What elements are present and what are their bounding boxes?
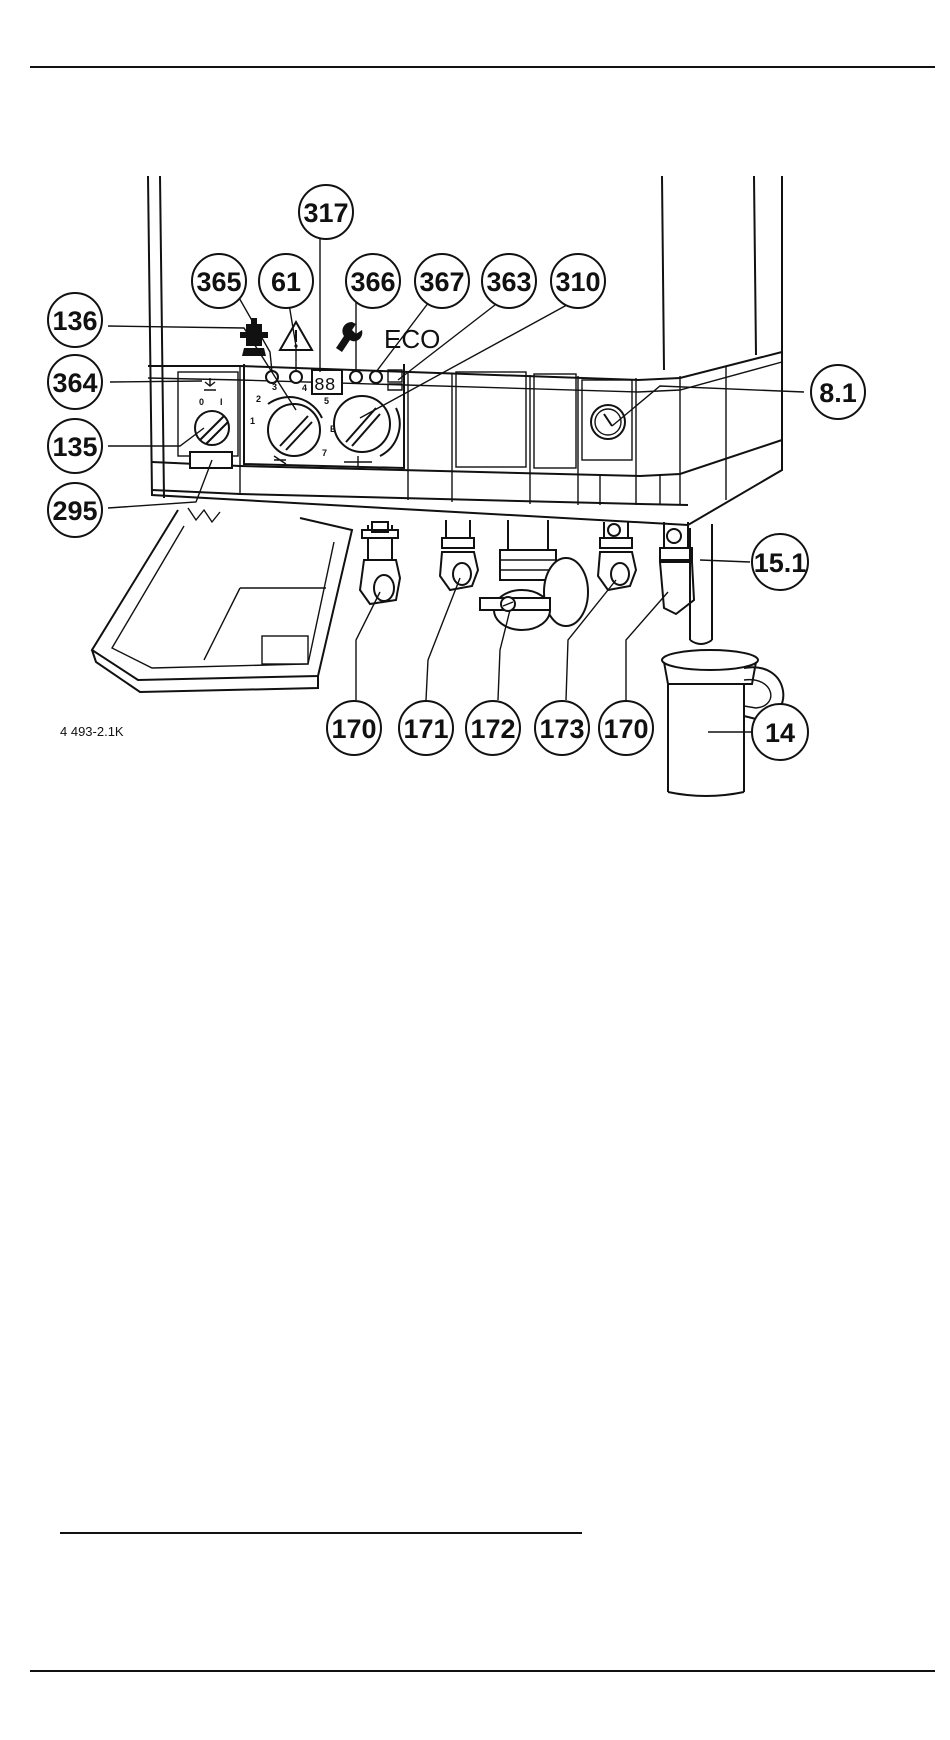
- figure-reference: 4 493-2.1K: [60, 724, 124, 739]
- callout-61: 61: [259, 254, 313, 308]
- callout-label: 173: [539, 714, 584, 744]
- callout-label: 295: [52, 496, 97, 526]
- callout-170-left: 170: [327, 701, 381, 755]
- bottom-rule: [30, 1670, 935, 1672]
- pressure-gauge: [591, 405, 625, 439]
- callout-171: 171: [399, 701, 453, 755]
- dial-mark-7: 7: [322, 448, 327, 458]
- callout-label: 172: [470, 714, 515, 744]
- lamp-61: [290, 371, 302, 383]
- tap-symbol-icon: [344, 456, 372, 466]
- control-panel: 0 I 2 1 3 4 5 E 7 88: [190, 318, 440, 468]
- callout-367: 367: [415, 254, 469, 308]
- callout-label: 363: [486, 267, 531, 297]
- switch-on-mark: I: [220, 397, 223, 407]
- callout-170-right: 170: [599, 701, 653, 755]
- radiator-symbol-icon: [274, 456, 286, 464]
- callout-363: 363: [482, 254, 536, 308]
- callout-label: 310: [555, 267, 600, 297]
- callout-label: 170: [331, 714, 376, 744]
- boiler-diagram: 0 I 2 1 3 4 5 E 7 88: [0, 0, 950, 800]
- dial-mark-1: 1: [250, 416, 255, 426]
- callout-label: 14: [765, 718, 795, 748]
- lamp-367: [370, 371, 382, 383]
- callout-172: 172: [466, 701, 520, 755]
- callout-label: 170: [603, 714, 648, 744]
- callout-173: 173: [535, 701, 589, 755]
- service-wrench-icon: [336, 322, 362, 352]
- callout-310: 310: [551, 254, 605, 308]
- dial-mark-4: 4: [302, 383, 307, 393]
- switch-off-mark: 0: [199, 397, 204, 407]
- callout-label: 364: [52, 368, 97, 398]
- callout-label: 317: [303, 198, 348, 228]
- footnote-rule: [60, 1532, 582, 1534]
- callout-label: 136: [52, 306, 97, 336]
- callout-295: 295: [48, 483, 102, 537]
- dial-mark-2: 2: [256, 394, 261, 404]
- callout-label: 8.1: [819, 378, 857, 408]
- callout-label: 171: [403, 714, 448, 744]
- lamp-366: [350, 371, 362, 383]
- display-digits: 88: [314, 376, 336, 396]
- callout-label: 366: [350, 267, 395, 297]
- callout-label: 61: [271, 267, 301, 297]
- front-cover-flap: [92, 508, 352, 692]
- callout-135: 135: [48, 419, 102, 473]
- dial-mark-5: 5: [324, 396, 329, 406]
- fuse-slot: [190, 452, 232, 468]
- callout-label: 367: [419, 267, 464, 297]
- callout-365: 365: [192, 254, 246, 308]
- callout-label: 365: [196, 267, 241, 297]
- callout-366: 366: [346, 254, 400, 308]
- callout-8-1: 8.1: [811, 365, 865, 419]
- callout-136: 136: [48, 293, 102, 347]
- callout-14: 14: [752, 704, 808, 760]
- callout-15-1: 15.1: [752, 534, 808, 590]
- boiler-casing: [148, 176, 782, 525]
- callout-317: 317: [299, 185, 353, 239]
- callout-label: 135: [52, 432, 97, 462]
- callout-label: 15.1: [754, 548, 807, 578]
- callout-364: 364: [48, 355, 102, 409]
